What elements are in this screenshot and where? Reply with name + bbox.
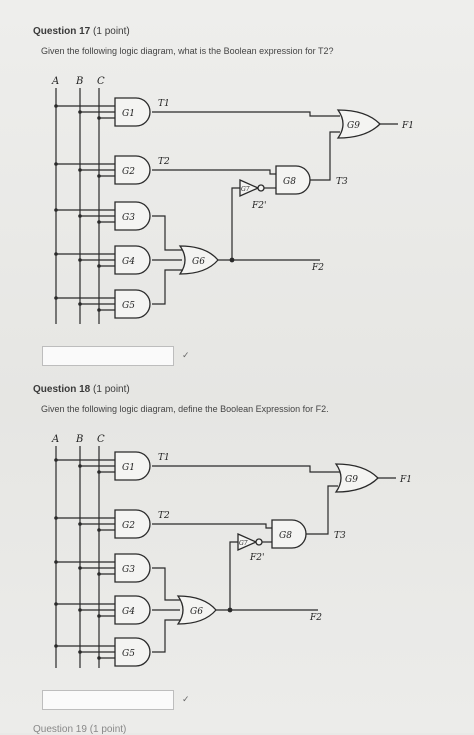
wire-t1 <box>152 111 340 117</box>
gate-g9 <box>336 109 381 139</box>
gate-label-g7: G7 <box>241 186 250 193</box>
gate-label-g5: G5 <box>122 301 135 311</box>
gate-label-g9: G9 <box>345 475 358 485</box>
signal-t1: T1 <box>158 453 170 463</box>
input-label-a: A <box>51 434 59 445</box>
signal-t3: T3 <box>336 177 348 187</box>
gate-g3 <box>114 201 151 231</box>
spellcheck-icon[interactable]: ✓ <box>182 350 190 360</box>
signal-t1: T1 <box>158 99 170 109</box>
gate-label-g4: G4 <box>122 257 135 267</box>
question-points: (1 point) <box>93 384 130 395</box>
wire-t3 <box>306 485 338 535</box>
gate-g7-bubble <box>257 184 265 192</box>
wire-t2 <box>152 169 276 175</box>
question-points: (1 point) <box>93 26 130 37</box>
wire-t2 <box>152 523 272 529</box>
gate-label-g7: G7 <box>239 540 248 547</box>
gate-g7 <box>239 178 260 198</box>
logic-diagram-1: A B C <box>51 76 414 324</box>
question-number: Question 18 <box>33 384 91 395</box>
input-label-c: C <box>97 76 105 87</box>
signal-f1: F1 <box>401 121 414 131</box>
input-label-a: A <box>51 76 59 87</box>
question-number: Question 17 <box>33 26 91 37</box>
signal-f2-prime: F2' <box>251 201 266 211</box>
gate-label-g3: G3 <box>122 213 135 223</box>
question-17-title: Question 17 (1 point) <box>33 26 130 37</box>
gate-label-g1: G1 <box>122 109 135 119</box>
input-label-b: B <box>75 76 83 87</box>
signal-t3: T3 <box>334 531 346 541</box>
gate-g6 <box>178 245 219 275</box>
answer-input-18[interactable] <box>42 690 174 710</box>
gate-g4 <box>114 245 151 275</box>
signal-f1: F1 <box>399 475 412 485</box>
gate-g2 <box>114 155 151 185</box>
question-17-prompt: Given the following logic diagram, what … <box>41 46 334 56</box>
answer-input-17[interactable] <box>42 346 174 366</box>
gate-label-g6: G6 <box>190 607 203 617</box>
signal-f2: F2 <box>309 613 322 623</box>
question-18-prompt: Given the following logic diagram, defin… <box>41 404 329 414</box>
gate-label-g5: G5 <box>122 649 135 659</box>
input-label-b: B <box>75 434 83 445</box>
signal-t2: T2 <box>158 157 170 167</box>
gate-label-g4: G4 <box>122 607 135 617</box>
input-label-c: C <box>97 434 105 445</box>
gate-label-g1: G1 <box>122 463 135 473</box>
gate-label-g3: G3 <box>122 565 135 575</box>
signal-f2: F2 <box>311 263 324 273</box>
gate-label-g8: G8 <box>283 177 296 187</box>
gate-label-g2: G2 <box>122 521 135 531</box>
question-18-title: Question 18 (1 point) <box>33 384 130 395</box>
gate-label-g9: G9 <box>347 121 360 131</box>
signal-t2: T2 <box>158 511 170 521</box>
gate-label-g2: G2 <box>122 167 135 177</box>
gate-label-g6: G6 <box>192 257 205 267</box>
spellcheck-icon[interactable]: ✓ <box>182 694 190 704</box>
gate-label-g8: G8 <box>279 531 292 541</box>
signal-f2-prime: F2' <box>249 553 264 563</box>
wire-t3 <box>310 131 340 181</box>
wire-t1 <box>152 465 340 473</box>
gate-g5 <box>114 289 151 319</box>
gate-g1 <box>114 97 151 127</box>
logic-diagram-2: A B C <box>51 434 412 668</box>
gate-g8 <box>275 165 311 195</box>
question-19-title: Question 19 (1 point) <box>33 724 127 735</box>
